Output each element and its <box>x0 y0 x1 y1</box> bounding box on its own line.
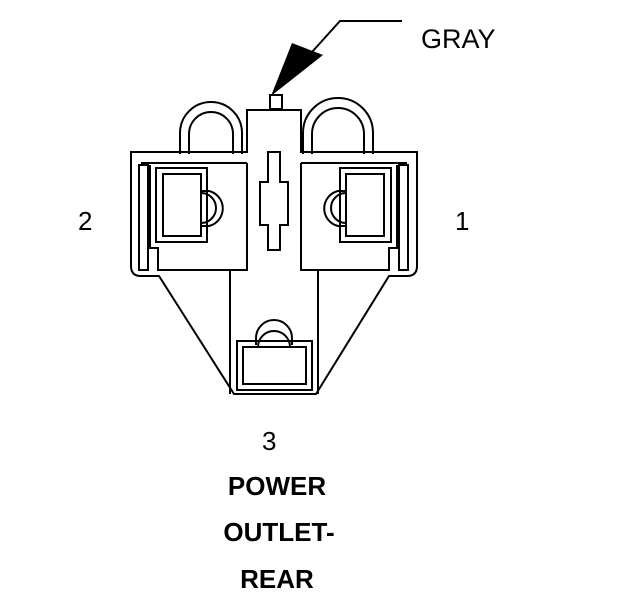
right-side-rail <box>398 164 409 271</box>
connector-title-line-3: REAR <box>240 564 314 594</box>
connector-title-line-2: OUTLET- <box>223 517 335 547</box>
terminal-cavity-2 <box>155 167 224 243</box>
center-keying-slot <box>259 151 289 251</box>
terminal-cavity-3 <box>236 319 313 391</box>
right-latch-arch-inner <box>311 107 365 154</box>
wire-color-label: GRAY <box>421 24 496 54</box>
connector-title-line-1: POWER <box>227 471 327 501</box>
leader-arrowhead <box>271 43 323 96</box>
center-column-left <box>229 163 248 394</box>
left-side-rail <box>138 164 149 271</box>
left-latch-arch-inner <box>188 111 234 154</box>
left-panel-outline <box>149 165 248 271</box>
left-latch-arch <box>179 101 243 154</box>
gray-wire-leader <box>271 20 402 96</box>
right-latch-arch <box>302 97 374 154</box>
terminal-cavity-1 <box>323 167 392 243</box>
pin-2-label: 2 <box>78 206 93 236</box>
pin-1-label: 1 <box>455 206 470 236</box>
center-column-right <box>300 163 319 394</box>
pin-3-label: 3 <box>262 426 277 456</box>
right-panel-outline <box>300 165 398 271</box>
terminal-stub <box>269 94 283 110</box>
connector-body-outline <box>130 109 418 395</box>
